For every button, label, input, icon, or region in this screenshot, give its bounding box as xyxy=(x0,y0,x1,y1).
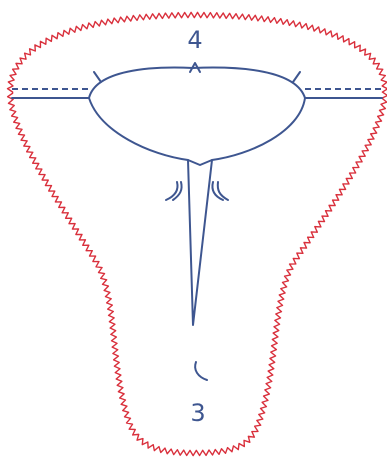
notch-icon xyxy=(93,62,301,83)
bottom-piece-number: 3 xyxy=(190,399,205,427)
central-dart xyxy=(187,159,213,326)
inner-bowl-shape xyxy=(88,66,306,166)
pattern-outer-edge xyxy=(6,11,387,457)
grain-mark-icon xyxy=(165,181,229,381)
top-piece-number: 4 xyxy=(187,26,202,54)
